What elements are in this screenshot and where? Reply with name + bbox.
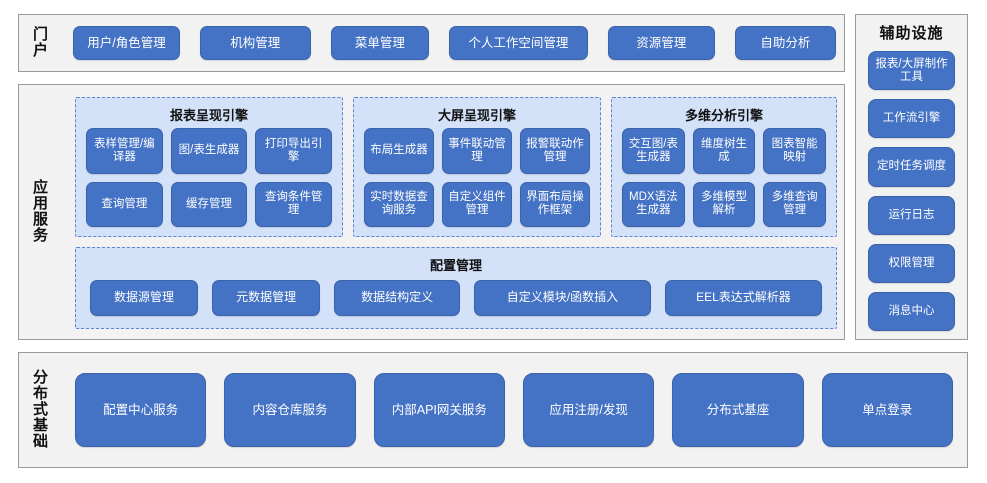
screen-button-realtime-data-query-service[interactable]: 实时数据查询服务	[364, 181, 434, 227]
report-button-query-management[interactable]: 查询管理	[86, 181, 163, 227]
application-services-panel: 应 用 服 务 报表呈现引擎 表样管理/编译器 图/表生成器 打印导出引擎 查询…	[18, 84, 845, 340]
auxiliary-facilities-title: 辅助设施	[879, 25, 944, 42]
group-large-screen-rendering-engine: 大屏呈现引擎 布局生成器 事件联动管理 报警联动作管理 实时数据查询服务 自定义…	[353, 97, 601, 237]
app-label-char-3: 服	[32, 211, 49, 228]
group-title-report-rendering-engine: 报表呈现引擎	[169, 108, 248, 123]
report-button-cache-management[interactable]: 缓存管理	[170, 181, 248, 227]
base-label-char-4: 基	[32, 417, 49, 435]
group-grid-large-screen-rendering-engine: 布局生成器 事件联动管理 报警联动作管理 实时数据查询服务 自定义组件管理 界面…	[364, 128, 590, 227]
aux-button-report-dashboard-authoring-tool[interactable]: 报表/大屏制作工具	[868, 51, 955, 91]
report-button-template-management-compiler[interactable]: 表样管理/编译器	[86, 128, 163, 174]
app-label-char-2: 用	[32, 194, 49, 212]
base-label-char-3: 式	[32, 400, 49, 418]
portal-button-menu-management[interactable]: 菜单管理	[330, 26, 430, 60]
screen-button-ui-layout-operation-framework[interactable]: 界面布局操作框架	[520, 181, 590, 227]
portal-panel: 门 户 用户/角色管理 机构管理 菜单管理 个人工作空间管理 资源管理 自助分析	[18, 14, 845, 72]
portal-button-row: 用户/角色管理 机构管理 菜单管理 个人工作空间管理 资源管理 自助分析	[73, 15, 837, 71]
distributed-base-panel: 分 布 式 基 础 配置中心服务 内容仓库服务 内部API网关服务 应用注册/发…	[18, 352, 968, 468]
group-report-rendering-engine: 报表呈现引擎 表样管理/编译器 图/表生成器 打印导出引擎 查询管理 缓存管理 …	[75, 97, 343, 237]
olap-button-interactive-chart-table-generator[interactable]: 交互图/表生成器	[622, 128, 685, 174]
base-button-single-sign-on[interactable]: 单点登录	[821, 373, 953, 447]
distributed-base-row-label: 分 布 式 基 础	[19, 353, 63, 467]
base-label-char-5: 础	[32, 433, 49, 451]
aux-button-workflow-engine[interactable]: 工作流引擎	[868, 99, 955, 139]
app-label-char-4: 务	[32, 227, 49, 245]
olap-button-multidimensional-query-management[interactable]: 多维查询管理	[763, 181, 826, 227]
group-grid-multidimensional-analysis-engine: 交互图/表生成器 维度树生成 图表智能映射 MDX语法生成器 多维模型解析 多维…	[622, 128, 826, 227]
aux-button-scheduled-task-scheduler[interactable]: 定时任务调度	[868, 147, 955, 187]
config-button-data-structure-definition[interactable]: 数据结构定义	[334, 280, 460, 316]
group-title-large-screen-rendering-engine: 大屏呈现引擎	[437, 108, 516, 123]
olap-button-dimension-tree-generation[interactable]: 维度树生成	[692, 128, 756, 174]
config-button-datasource-management[interactable]: 数据源管理	[90, 280, 199, 316]
portal-button-org-management[interactable]: 机构管理	[199, 26, 311, 60]
base-button-content-repository-service[interactable]: 内容仓库服务	[224, 373, 356, 447]
screen-button-alarm-linkage-action-management[interactable]: 报警联动作管理	[520, 128, 590, 174]
config-button-metadata-management[interactable]: 元数据管理	[212, 280, 321, 316]
olap-button-mdx-syntax-generator[interactable]: MDX语法生成器	[622, 181, 685, 227]
screen-button-layout-generator[interactable]: 布局生成器	[364, 128, 434, 174]
group-title-configuration-management: 配置管理	[429, 258, 482, 273]
portal-row-label: 门 户	[19, 15, 63, 71]
portal-label-char-2: 户	[32, 42, 49, 59]
portal-button-resource-management[interactable]: 资源管理	[607, 26, 715, 60]
olap-button-multidimensional-model-parsing[interactable]: 多维模型解析	[692, 181, 756, 227]
auxiliary-facilities-panel: 辅助设施 报表/大屏制作工具 工作流引擎 定时任务调度 运行日志 权限管理 消息…	[855, 14, 968, 340]
config-button-custom-module-function-insert[interactable]: 自定义模块/函数插入	[474, 280, 651, 316]
screen-button-custom-component-management[interactable]: 自定义组件管理	[442, 181, 512, 227]
configuration-management-row: 数据源管理 元数据管理 数据结构定义 自定义模块/函数插入 EEL表达式解析器	[90, 278, 822, 318]
app-label-char-1: 应	[32, 178, 49, 196]
aux-button-permission-management[interactable]: 权限管理	[868, 243, 955, 283]
base-button-internal-api-gateway-service[interactable]: 内部API网关服务	[373, 373, 505, 447]
portal-button-personal-workspace-management[interactable]: 个人工作空间管理	[449, 26, 588, 60]
olap-button-chart-smart-mapping[interactable]: 图表智能映射	[763, 128, 826, 174]
report-button-query-condition-management[interactable]: 查询条件管理	[255, 181, 332, 227]
base-button-app-registration-discovery[interactable]: 应用注册/发现	[522, 373, 655, 447]
base-button-distributed-foundation[interactable]: 分布式基座	[672, 373, 804, 447]
auxiliary-facilities-list: 报表/大屏制作工具 工作流引擎 定时任务调度 运行日志 权限管理 消息中心	[868, 51, 955, 332]
portal-button-user-role-management[interactable]: 用户/角色管理	[73, 26, 180, 60]
group-title-multidimensional-analysis-engine: 多维分析引擎	[684, 108, 763, 123]
group-grid-report-rendering-engine: 表样管理/编译器 图/表生成器 打印导出引擎 查询管理 缓存管理 查询条件管理	[86, 128, 332, 227]
config-button-eel-expression-parser[interactable]: EEL表达式解析器	[664, 280, 822, 316]
screen-button-event-linkage-management[interactable]: 事件联动管理	[442, 128, 512, 174]
report-button-chart-table-generator[interactable]: 图/表生成器	[170, 128, 248, 174]
group-configuration-management: 配置管理 数据源管理 元数据管理 数据结构定义 自定义模块/函数插入 EEL表达…	[75, 247, 837, 329]
report-button-print-export-engine[interactable]: 打印导出引擎	[255, 128, 332, 174]
aux-button-runtime-log[interactable]: 运行日志	[868, 195, 955, 235]
distributed-base-button-row: 配置中心服务 内容仓库服务 内部API网关服务 应用注册/发现 分布式基座 单点…	[75, 353, 953, 467]
base-label-char-1: 分	[32, 368, 49, 386]
base-label-char-2: 布	[32, 384, 49, 402]
portal-button-self-service-analysis[interactable]: 自助分析	[734, 26, 837, 60]
portal-label-char-1: 门	[32, 25, 49, 43]
group-multidimensional-analysis-engine: 多维分析引擎 交互图/表生成器 维度树生成 图表智能映射 MDX语法生成器 多维…	[611, 97, 837, 237]
application-services-row-label: 应 用 服 务	[19, 85, 63, 339]
aux-button-message-center[interactable]: 消息中心	[868, 291, 955, 332]
base-button-config-center-service[interactable]: 配置中心服务	[75, 373, 207, 447]
